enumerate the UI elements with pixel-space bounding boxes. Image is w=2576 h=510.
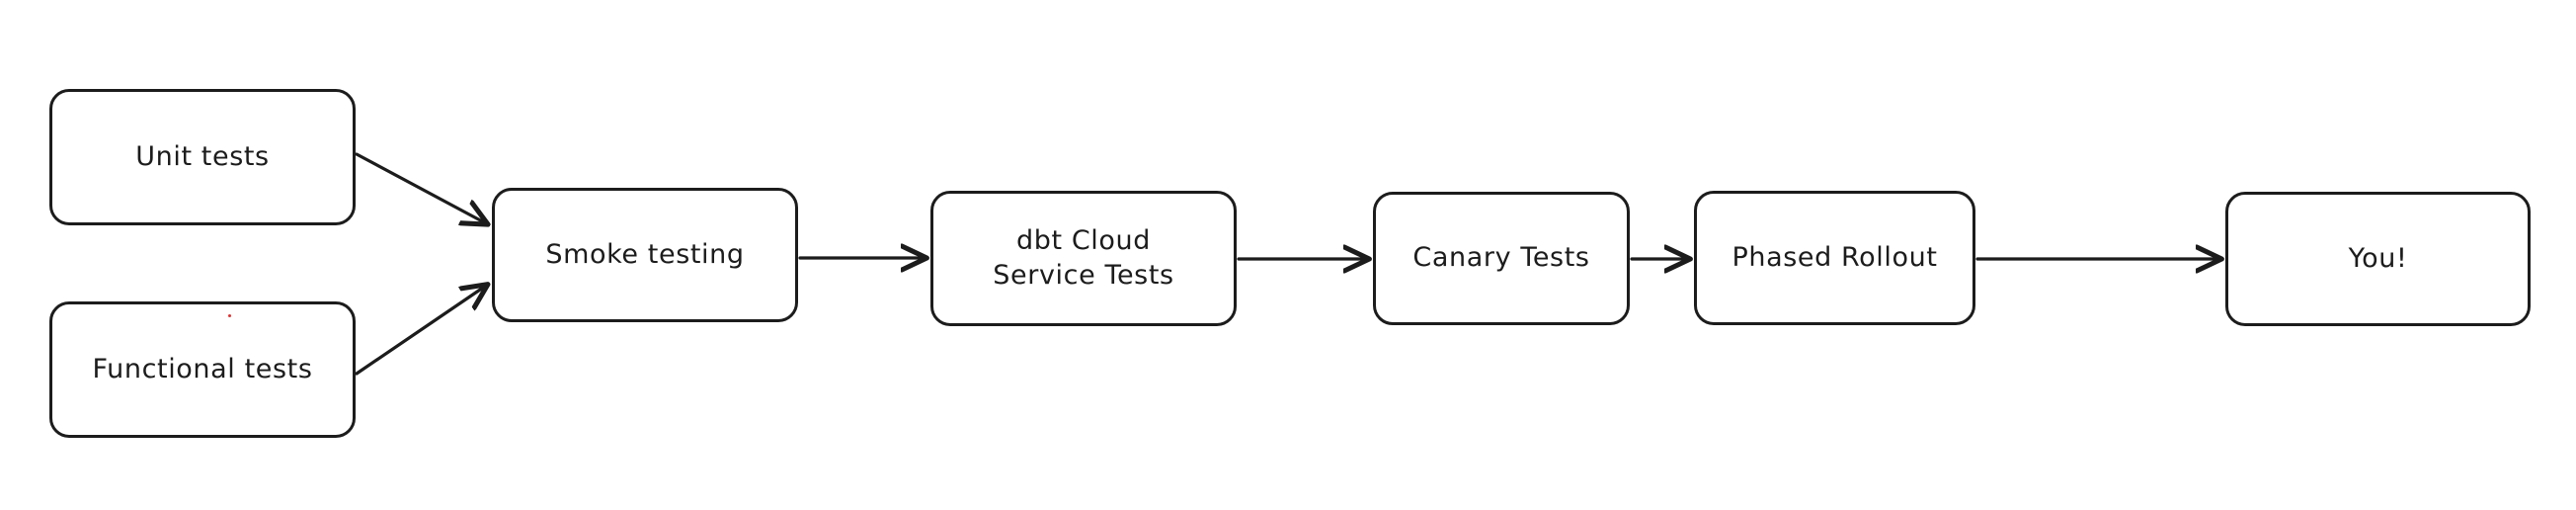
red-speck-mark [228,314,231,317]
node-unit-tests-label: Unit tests [135,140,270,172]
node-smoke-testing-label: Smoke testing [545,238,745,270]
node-functional-tests[interactable]: Functional tests [49,301,356,438]
edge-functional-tests-to-smoke-testing [355,286,486,376]
node-dbt-cloud-service-tests[interactable]: dbt Cloud Service Tests [930,191,1237,326]
node-unit-tests[interactable]: Unit tests [49,89,356,225]
node-you-label: You! [2348,242,2408,274]
node-canary-tests[interactable]: Canary Tests [1373,192,1630,325]
node-canary-tests-label: Canary Tests [1412,242,1590,274]
node-dbt-cloud-service-tests-label: dbt Cloud Service Tests [993,224,1174,291]
node-phased-rollout[interactable]: Phased Rollout [1694,191,1975,325]
node-functional-tests-label: Functional tests [92,353,313,384]
node-smoke-testing[interactable]: Smoke testing [492,188,798,322]
edge-unit-tests-to-smoke-testing [355,152,486,223]
node-you[interactable]: You! [2225,192,2531,326]
node-phased-rollout-label: Phased Rollout [1731,241,1938,273]
